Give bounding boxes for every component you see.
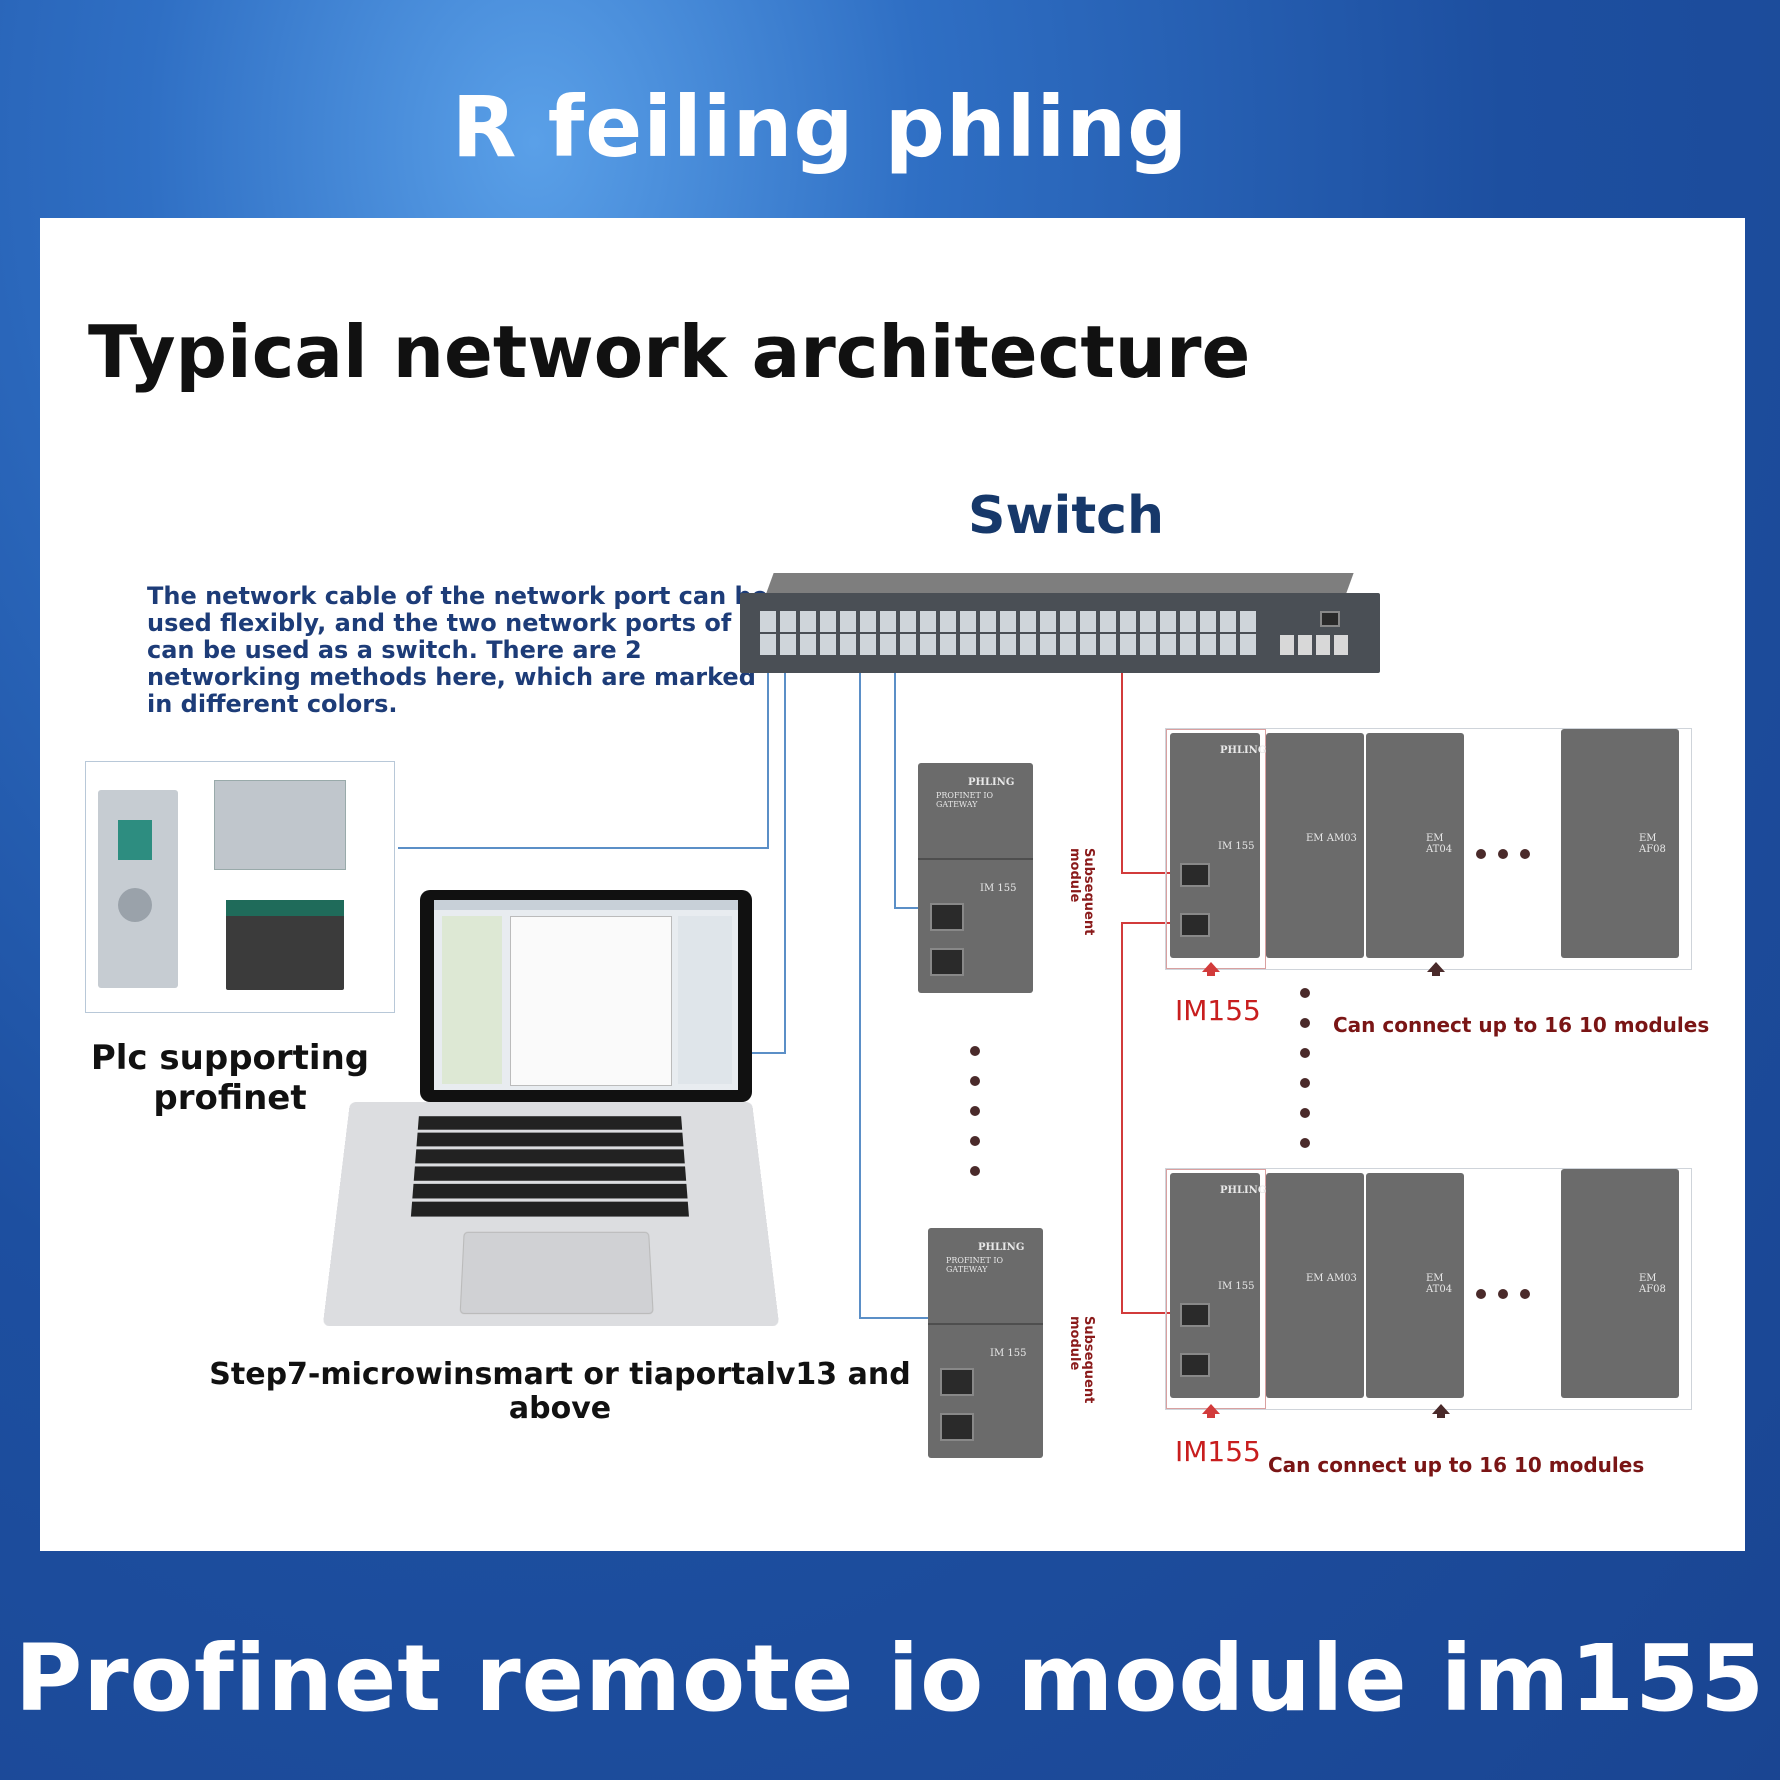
ellipsis-dot [970,1046,980,1056]
device-brand: PHLING [978,1242,1025,1253]
plc-photo-frame [85,761,395,1013]
module-label: EM AT04 [1426,833,1453,855]
ethernet-port [940,1368,974,1396]
subsequent-module-label: Subsequent module [1067,848,1096,936]
software-caption: Step7-microwinsmart or tiaportalv13 and … [209,1357,911,1426]
ethernet-port [1180,913,1210,937]
ellipsis-dot [1498,849,1508,859]
ethernet-port [930,948,964,976]
device-model: PROFINET IO GATEWAY [936,791,994,809]
device-name: IM 155 [1218,841,1255,852]
footer-title: Profinet remote io module im155 [14,1625,1766,1732]
ellipsis-dot [1300,988,1310,998]
ellipsis-dot [970,1106,980,1116]
io-module: EM AF08 [1561,1169,1679,1398]
console-port [1320,611,1340,627]
im155-device-bottom: PHLING PROFINET IO GATEWAY IM 155 [928,1228,1043,1458]
plc-compact-unit [214,780,346,870]
ellipsis-dot [1520,849,1530,859]
ellipsis-dot [970,1076,980,1086]
plc-smart-unit [226,900,344,990]
ethernet-port [940,1413,974,1441]
module-rack-top: PHLING IM 155 EM AM03 EM AT04 EM AF08 [1165,728,1692,970]
network-switch [740,573,1380,673]
im155-label: IM155 [1175,994,1261,1027]
arrow-up-icon [1427,962,1445,976]
plc-caption: Plc supporting profinet [90,1038,370,1118]
io-module: EM AT04 [1366,733,1464,958]
switch-title: Switch [968,486,1165,546]
im155-head-module: PHLING IM 155 [1170,733,1266,958]
page-title: Typical network architecture [88,310,1251,394]
module-label: EM AM03 [1306,1273,1357,1284]
module-rack-bottom: PHLING IM 155 EM AM03 EM AT04 EM AF08 [1165,1168,1692,1410]
ellipsis-dot [1520,1289,1530,1299]
io-module: EM AT04 [1366,1173,1464,1398]
io-module: EM AM03 [1266,1173,1364,1398]
arrow-up-icon [1202,1404,1220,1418]
software-window [434,900,738,1090]
module-label: EM AF08 [1639,833,1666,855]
module-label: EM AF08 [1639,1273,1666,1295]
device-name: IM 155 [1218,1281,1255,1292]
ellipsis-dot [1476,849,1486,859]
ellipsis-dot [970,1136,980,1146]
ellipsis-dot [1300,1138,1310,1148]
ellipsis-dot [1498,1289,1508,1299]
capacity-label: Can connect up to 16 10 modules [1333,1013,1710,1037]
plc-cpu-unit [98,790,178,988]
module-label: EM AM03 [1306,833,1357,844]
laptop-screen [420,890,752,1102]
io-module: EM AM03 [1266,733,1364,958]
capacity-label: Can connect up to 16 10 modules [1268,1453,1645,1477]
laptop-trackpad [459,1231,654,1315]
ellipsis-dot [1300,1018,1310,1028]
im155-head-module: PHLING IM 155 [1170,1173,1266,1398]
module-label: EM AT04 [1426,1273,1453,1295]
im155-device-top: PHLING PROFINET IO GATEWAY IM 155 [918,763,1033,993]
arrow-up-icon [1202,962,1220,976]
diagram-panel: Typical network architecture Switch The … [40,218,1745,1551]
device-model: PROFINET IO GATEWAY [946,1256,1004,1274]
ethernet-port [1180,1303,1210,1327]
device-name: IM 155 [980,883,1017,894]
device-brand: PHLING [968,777,1015,788]
device-brand: PHLING [1220,1185,1267,1196]
device-name: IM 155 [990,1348,1027,1359]
red-connections [1121,668,1170,1314]
ellipsis-dot [970,1166,980,1176]
ellipsis-dot [1300,1108,1310,1118]
arrow-up-icon [1432,1404,1450,1418]
ellipsis-dot [1300,1048,1310,1058]
im155-label: IM155 [1175,1435,1261,1468]
laptop-base [322,1102,780,1327]
sfp-ports [1280,635,1350,655]
ellipsis-dot [1300,1078,1310,1088]
device-brand: PHLING [1220,745,1267,756]
brand-title: R feiling phling [451,78,1189,176]
ethernet-port [930,903,964,931]
subsequent-module-label: Subsequent module [1067,1316,1096,1404]
ethernet-port [1180,863,1210,887]
laptop-keyboard [410,1115,689,1217]
io-module: EM AF08 [1561,729,1679,958]
network-note: The network cable of the network port ca… [147,582,774,718]
ethernet-port [1180,1353,1210,1377]
laptop [322,890,780,1340]
ellipsis-dot [1476,1289,1486,1299]
